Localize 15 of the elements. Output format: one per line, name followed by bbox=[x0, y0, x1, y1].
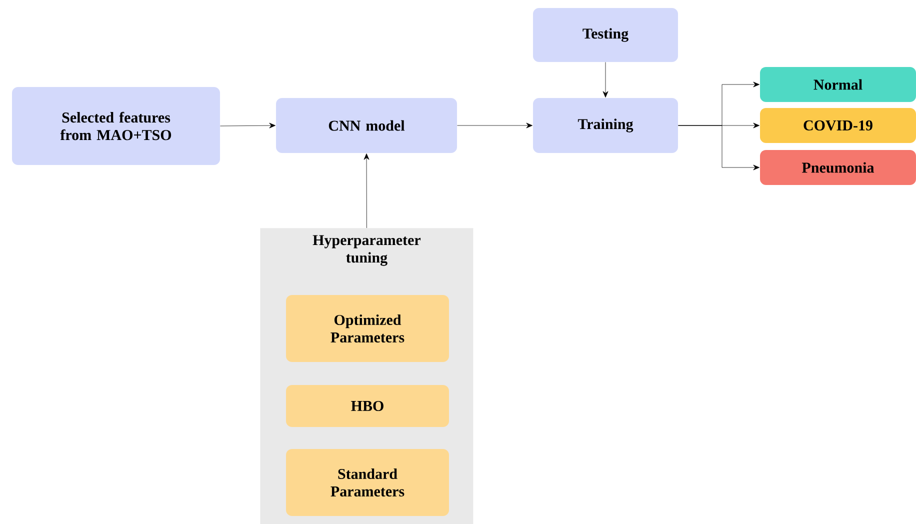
arrow bbox=[457, 122, 532, 128]
process-box: Training bbox=[533, 98, 678, 153]
arrow bbox=[364, 154, 370, 228]
parameter-box: Standard Parameters bbox=[286, 448, 449, 516]
process-box: CNN model bbox=[276, 98, 457, 153]
parameter-box: Optimized Parameters bbox=[286, 295, 449, 362]
class-box: Normal bbox=[760, 67, 916, 102]
arrow bbox=[602, 62, 608, 98]
parameter-box: HBO bbox=[286, 384, 449, 427]
process-box: Testing bbox=[533, 8, 678, 62]
arrow bbox=[678, 125, 760, 170]
input-box: Selected features from MAO+TSO bbox=[12, 87, 220, 165]
arrow bbox=[220, 122, 276, 128]
class-box: COVID-19 bbox=[760, 108, 916, 143]
class-box: Pneumonia bbox=[760, 150, 916, 185]
